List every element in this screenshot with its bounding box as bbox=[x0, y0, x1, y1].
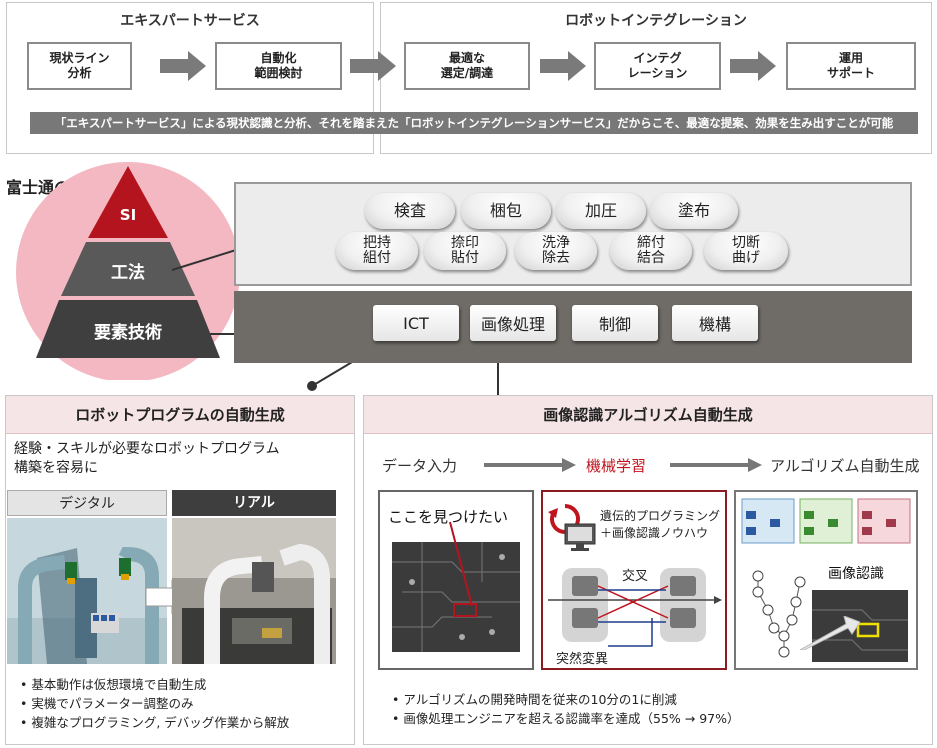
koho-item-stamp-attach: 捺印 貼付 bbox=[424, 232, 506, 270]
flow-algorithm-generation: アルゴリズム自動生成 bbox=[770, 457, 920, 475]
flow-arrow-3 bbox=[540, 51, 586, 81]
robot-program-title: ロボットプログラムの自動生成 bbox=[6, 396, 354, 434]
algorithm-tree-graphic bbox=[752, 570, 806, 658]
flow-arrow-ml-1 bbox=[484, 458, 576, 472]
tech-item-control: 制御 bbox=[572, 305, 658, 341]
genetic-operation-diagram bbox=[548, 568, 722, 647]
step-automation-scope: 自動化 範囲検討 bbox=[215, 42, 342, 90]
digital-label: デジタル bbox=[7, 490, 167, 516]
result-pointer-arrow bbox=[800, 616, 860, 650]
tech-item-mechanism: 機構 bbox=[672, 305, 758, 341]
flow-arrow-4 bbox=[730, 51, 776, 81]
koho-item-wash-remove: 洗浄 除去 bbox=[515, 232, 597, 270]
robot-program-bullet: 複雑なプログラミング, デバッグ作業から解放 bbox=[20, 713, 350, 732]
robot-program-bullet: 実機でパラメーター調整のみ bbox=[20, 694, 350, 713]
tech-item-ict: ICT bbox=[373, 305, 459, 341]
strength-pyramid bbox=[16, 162, 240, 380]
koho-item-pressing: 加圧 bbox=[556, 193, 646, 229]
step-integration: インテグ レーション bbox=[594, 42, 721, 90]
genetic-programming-line2: ＋画像認識ノウハウ bbox=[600, 526, 709, 540]
data-input-label: ここを見つけたい bbox=[388, 508, 509, 526]
step-optimal-selection: 最適な 選定/調達 bbox=[404, 42, 530, 90]
flow-arrow-ml-2 bbox=[670, 458, 762, 472]
genetic-programming-line1: 遺伝的プログラミング bbox=[600, 509, 721, 523]
step-current-line-analysis: 現状ライン 分析 bbox=[27, 42, 132, 90]
algorithm-modules-graphic bbox=[741, 498, 911, 544]
robot-program-bullet: 基本動作は仮想環境で自動生成 bbox=[20, 675, 350, 694]
koho-item-inspection: 検査 bbox=[365, 193, 455, 229]
crossover-label: 交叉 bbox=[622, 569, 649, 584]
robot-program-subtitle: 経験・スキルが必要なロボットプログラム 構築を容易に bbox=[14, 441, 280, 476]
robot-integration-title: ロボットインテグレーション bbox=[565, 13, 747, 29]
flow-arrow-2 bbox=[350, 51, 396, 81]
image-recognition-title: 画像認識アルゴリズム自動生成 bbox=[364, 396, 932, 434]
flow-data-input: データ入力 bbox=[382, 457, 458, 475]
tech-item-image-processing: 画像処理 bbox=[470, 305, 556, 341]
mutation-label: 突然変異 bbox=[556, 652, 609, 667]
target-pointer-line bbox=[449, 521, 473, 607]
image-recognition-bullet: アルゴリズムの開発時間を従来の10分の1に削減 bbox=[392, 690, 912, 709]
real-robot-image bbox=[172, 518, 336, 664]
robot-program-bullets: 基本動作は仮想環境で自動生成 実機でパラメーター調整のみ 複雑なプログラミング,… bbox=[20, 675, 350, 732]
computer-monitor-icon bbox=[564, 523, 596, 551]
circuit-board-image bbox=[392, 542, 520, 652]
pyramid-level-si: SI bbox=[119, 206, 137, 224]
pyramid-level-koho: 工法 bbox=[111, 263, 145, 283]
koho-item-cut-bend: 切断 曲げ bbox=[704, 232, 788, 270]
flow-arrow-1 bbox=[160, 51, 206, 81]
recognition-result-image bbox=[812, 590, 908, 662]
digital-simulation-image bbox=[7, 518, 167, 664]
step-operation-support: 運用 サポート bbox=[786, 42, 916, 90]
koho-item-coating: 塗布 bbox=[650, 193, 738, 229]
koho-item-fasten-join: 締付 結合 bbox=[610, 232, 692, 270]
image-recognition-label: 画像認識 bbox=[828, 566, 884, 582]
flow-machine-learning: 機械学習 bbox=[586, 457, 647, 475]
summary-banner: 「エキスパートサービス」による現状認識と分析、それを踏まえた「ロボットインテグレ… bbox=[30, 112, 918, 134]
image-recognition-bullet: 画像処理エンジニアを超える認識率を達成（55% → 97%） bbox=[392, 709, 912, 728]
koho-item-packing: 梱包 bbox=[461, 193, 551, 229]
koho-item-grip-assemble: 把持 組付 bbox=[336, 232, 418, 270]
expert-service-title: エキスパートサービス bbox=[120, 13, 260, 29]
image-recognition-bullets: アルゴリズムの開発時間を従来の10分の1に削減 画像処理エンジニアを超える認識率… bbox=[392, 690, 912, 728]
pyramid-level-yoso: 要素技術 bbox=[94, 323, 162, 343]
real-label: リアル bbox=[172, 490, 336, 516]
